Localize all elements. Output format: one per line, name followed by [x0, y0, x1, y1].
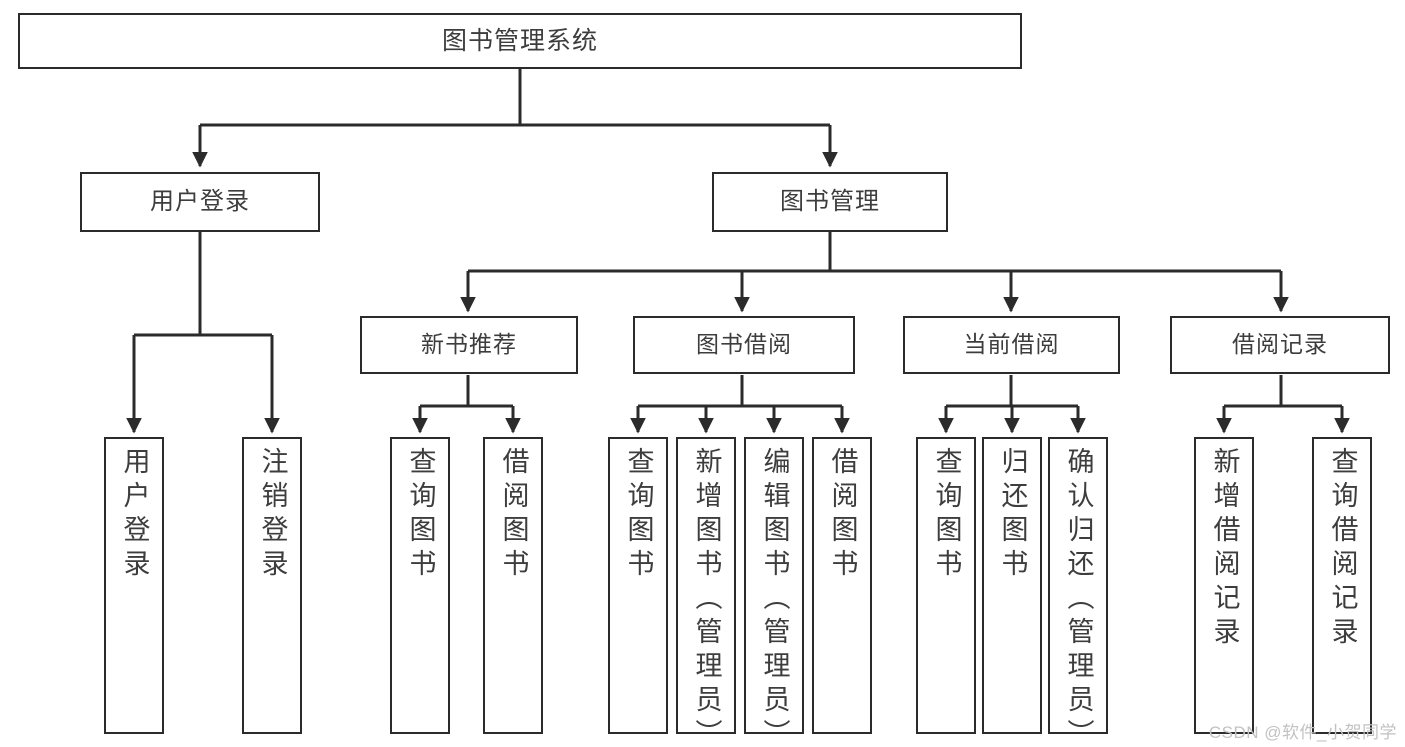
- node-label: 查询图书: [405, 447, 436, 583]
- leaf-user-login[interactable]: 用户登录: [104, 437, 164, 734]
- leaf-current-return-book[interactable]: 归还图书: [982, 437, 1042, 734]
- node-label: 图书管理: [780, 187, 880, 215]
- leaf-current-query-book[interactable]: 查询图书: [916, 437, 976, 734]
- node-label: 归还图书: [997, 447, 1028, 583]
- node-label: 注销登录: [257, 447, 288, 583]
- node-label: 新增借阅记录: [1209, 447, 1240, 651]
- node-label: 图书借阅: [696, 331, 792, 358]
- watermark: CSDN @软件_小贺同学: [1208, 723, 1397, 742]
- node-root-system[interactable]: 图书管理系统: [18, 13, 1022, 69]
- leaf-borrow-edit-book-admin[interactable]: 编辑图书（管理员）: [744, 437, 804, 747]
- node-book-borrow[interactable]: 图书借阅: [633, 316, 855, 374]
- node-label: 图书管理系统: [441, 27, 598, 55]
- node-label: 编辑图书（管理员）: [759, 447, 790, 747]
- leaf-records-query[interactable]: 查询借阅记录: [1312, 437, 1372, 734]
- node-label: 查询图书: [623, 447, 654, 583]
- leaf-new-book-borrow[interactable]: 借阅图书: [483, 437, 543, 734]
- leaf-logout[interactable]: 注销登录: [242, 437, 302, 734]
- node-label: 查询借阅记录: [1327, 447, 1358, 651]
- node-label: 借阅图书: [827, 447, 858, 583]
- node-current-borrow[interactable]: 当前借阅: [903, 316, 1120, 374]
- node-label: 借阅记录: [1232, 331, 1328, 358]
- node-label: 新增图书（管理员）: [691, 447, 722, 747]
- node-label: 当前借阅: [963, 331, 1060, 358]
- node-book-management[interactable]: 图书管理: [712, 172, 948, 232]
- node-user-login[interactable]: 用户登录: [80, 172, 320, 232]
- leaf-new-book-query[interactable]: 查询图书: [390, 437, 450, 734]
- leaf-borrow-borrow-book[interactable]: 借阅图书: [812, 437, 872, 734]
- node-label: 新书推荐: [421, 331, 517, 358]
- leaf-borrow-query-book[interactable]: 查询图书: [608, 437, 668, 734]
- node-label: 借阅图书: [498, 447, 529, 583]
- leaf-current-confirm-return-admin[interactable]: 确认归还（管理员）: [1048, 437, 1108, 747]
- node-label: 用户登录: [150, 187, 250, 215]
- node-borrow-records[interactable]: 借阅记录: [1170, 316, 1390, 374]
- node-label: 确认归还（管理员）: [1063, 447, 1094, 747]
- leaf-borrow-add-book-admin[interactable]: 新增图书（管理员）: [676, 437, 736, 747]
- node-label: 查询图书: [931, 447, 962, 583]
- node-label: 用户登录: [119, 447, 150, 583]
- leaf-records-add[interactable]: 新增借阅记录: [1194, 437, 1254, 734]
- node-new-book-recommend[interactable]: 新书推荐: [360, 316, 578, 374]
